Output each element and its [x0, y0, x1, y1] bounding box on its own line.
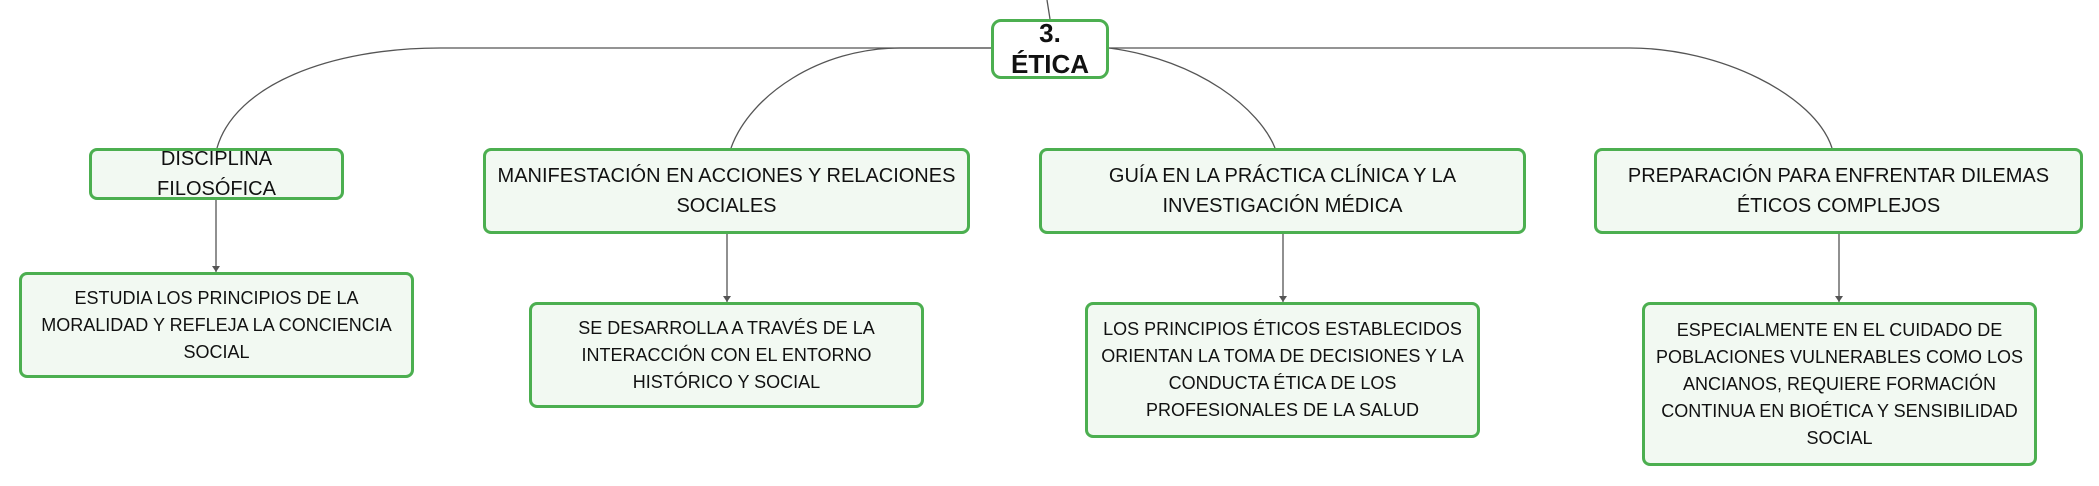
- detail-node-manifestacion[interactable]: SE DESARROLLA A TRAVÉS DE LA INTERACCIÓN…: [529, 302, 924, 408]
- arrowhead-detail-1: [212, 266, 220, 272]
- branch-node-label: GUÍA EN LA PRÁCTICA CLÍNICA Y LA INVESTI…: [1108, 165, 1457, 217]
- detail-node-text: LOS PRINCIPIOS ÉTICOS ESTABLECIDOS ORIEN…: [1101, 319, 1464, 420]
- branch-node-label: PREPARACIÓN PARA ENFRENTAR DILEMAS ÉTICO…: [1627, 165, 2050, 217]
- arrowhead-detail-4: [1835, 296, 1843, 302]
- root-node-label: 3. ÉTICA: [1011, 18, 1089, 79]
- connector-root-branch-4: [1109, 47, 1833, 149]
- detail-node-text: ESTUDIA LOS PRINCIPIOS DE LA MORALIDAD Y…: [41, 287, 392, 362]
- root-node-etica[interactable]: 3. ÉTICA: [991, 18, 1109, 79]
- detail-node-preparacion-dilemas[interactable]: ESPECIALMENTE EN EL CUIDADO DE POBLACION…: [1642, 302, 2037, 466]
- connector-root-branch-1: [216, 47, 991, 149]
- arrowhead-detail-3: [1279, 296, 1287, 302]
- branch-node-label: MANIFESTACIÓN EN ACCIONES Y RELACIONES S…: [497, 165, 956, 217]
- connector-root-parent: [1046, 0, 1051, 20]
- detail-node-guia-practica-clinica[interactable]: LOS PRINCIPIOS ÉTICOS ESTABLECIDOS ORIEN…: [1085, 302, 1480, 438]
- detail-node-disciplina-filosofica[interactable]: ESTUDIA LOS PRINCIPIOS DE LA MORALIDAD Y…: [19, 272, 414, 378]
- detail-node-text: SE DESARROLLA A TRAVÉS DE LA INTERACCIÓN…: [578, 317, 875, 392]
- branch-node-manifestacion[interactable]: MANIFESTACIÓN EN ACCIONES Y RELACIONES S…: [483, 148, 970, 234]
- detail-node-text: ESPECIALMENTE EN EL CUIDADO DE POBLACION…: [1655, 319, 2024, 448]
- connector-root-branch-3: [1108, 47, 1276, 149]
- arrowhead-detail-2: [723, 296, 731, 302]
- branch-node-disciplina-filosofica[interactable]: DISCIPLINA FILOSÓFICA: [89, 148, 344, 200]
- connector-root-branch-2: [730, 47, 991, 149]
- branch-node-guia-practica-clinica[interactable]: GUÍA EN LA PRÁCTICA CLÍNICA Y LA INVESTI…: [1039, 148, 1526, 234]
- branch-node-preparacion-dilemas[interactable]: PREPARACIÓN PARA ENFRENTAR DILEMAS ÉTICO…: [1594, 148, 2083, 234]
- branch-node-label: DISCIPLINA FILOSÓFICA: [157, 148, 276, 200]
